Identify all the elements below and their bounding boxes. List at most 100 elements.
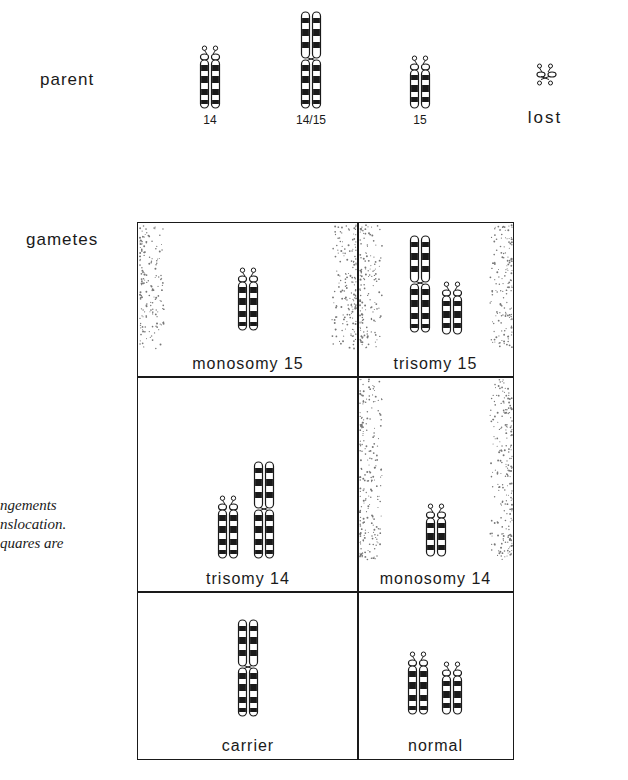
chromatid-arm xyxy=(411,236,419,282)
stipple-dot xyxy=(353,262,354,263)
stipple-dot xyxy=(367,459,368,460)
stipple-dot xyxy=(360,553,361,554)
stipple-dot xyxy=(363,500,365,502)
stipple-dot xyxy=(354,284,355,285)
stipple-dot xyxy=(511,449,512,450)
stipple-dot xyxy=(491,520,493,522)
stipple-dot xyxy=(360,441,361,442)
stipple-dot xyxy=(508,535,510,537)
stipple-dot xyxy=(379,528,381,530)
chromosome-number: 15 xyxy=(413,113,426,127)
stipple-dot xyxy=(511,308,512,309)
stipple-dot xyxy=(379,336,380,337)
chromatid-arm xyxy=(454,290,462,296)
stipple-dot xyxy=(375,537,376,538)
stipple-dot xyxy=(500,555,502,557)
stipple-dot xyxy=(361,553,363,555)
stipple-dot xyxy=(507,475,509,477)
stipple-dot xyxy=(145,228,147,230)
chromosome-band xyxy=(411,289,418,295)
chromatid-arm xyxy=(422,284,430,332)
stipple-dot xyxy=(494,404,496,406)
stipple-dot xyxy=(510,539,512,541)
stipple-dot xyxy=(511,272,513,274)
stipple-dot xyxy=(500,460,502,462)
chromatid-arm xyxy=(427,512,435,518)
chromosome-band xyxy=(454,301,461,306)
stipple-dot xyxy=(360,243,362,245)
stipple-dot xyxy=(511,510,512,511)
stipple-dot xyxy=(506,293,508,295)
stipple-dot xyxy=(352,309,353,310)
satellite-stalk xyxy=(548,68,550,72)
stipple-dot xyxy=(162,285,163,286)
stipple-dot xyxy=(510,521,511,522)
stipple-dot xyxy=(157,311,158,312)
stipple-dot xyxy=(153,297,154,298)
stipple-dot xyxy=(373,386,375,388)
stipple-dot xyxy=(151,260,152,261)
stipple-dot xyxy=(337,237,339,239)
stipple-dot xyxy=(371,276,372,277)
stipple-dot xyxy=(509,314,511,316)
stipple-dot xyxy=(511,545,513,547)
chromatid-arm xyxy=(250,620,258,666)
stipple-dot xyxy=(511,429,512,430)
stipple-dot xyxy=(139,264,141,266)
stipple-dot xyxy=(499,345,501,347)
chromatid-arm xyxy=(422,70,430,108)
stipple-dot xyxy=(499,312,500,313)
stipple-dot xyxy=(494,522,496,524)
chromosome xyxy=(443,282,462,334)
stipple-dot xyxy=(359,315,361,317)
stipple-dot xyxy=(506,437,507,438)
stipple-dot xyxy=(373,401,374,402)
stipple-dot xyxy=(508,448,510,450)
stipple-dot xyxy=(490,462,492,464)
stipple-dot xyxy=(492,535,493,536)
stipple-dot xyxy=(359,289,360,290)
stipple-dot xyxy=(151,290,153,292)
stipple-dot xyxy=(375,346,376,347)
stipple-dot xyxy=(359,254,361,256)
stipple-dot xyxy=(496,311,498,313)
stipple-dot xyxy=(364,260,366,262)
chromosome-band xyxy=(302,100,309,104)
stipple-dot xyxy=(361,314,363,316)
stipple-dot xyxy=(506,265,507,266)
stipple-dot xyxy=(332,343,334,345)
stipple-dot xyxy=(505,409,506,410)
stipple-dot xyxy=(511,346,513,348)
stipple-dot xyxy=(366,253,367,254)
stipple-dot xyxy=(372,270,373,271)
stipple-dot xyxy=(510,554,511,555)
stipple-dot xyxy=(140,298,142,300)
stipple-dot xyxy=(498,552,500,554)
stipple-dot xyxy=(360,517,361,518)
stipple-dot xyxy=(511,318,512,319)
stipple-dot xyxy=(345,282,346,283)
stipple-dot xyxy=(378,279,379,280)
stipple-dot xyxy=(150,309,152,311)
stipple-dot xyxy=(497,472,499,474)
stipple-dot xyxy=(504,392,505,393)
stipple-dot xyxy=(510,431,512,433)
stipple-dot xyxy=(371,535,373,537)
stipple-dot xyxy=(511,500,512,501)
stipple-dot xyxy=(506,473,508,475)
stipple-dot xyxy=(351,313,352,314)
chromosome-band xyxy=(266,479,273,486)
stipple-dot xyxy=(349,298,350,299)
stipple-dot xyxy=(372,517,373,518)
stipple-dot xyxy=(148,236,150,238)
stipple-dot xyxy=(143,245,145,247)
stipple-dot xyxy=(374,479,375,480)
stipple-dot xyxy=(348,228,350,230)
stipple-dot xyxy=(360,271,362,273)
stipple-dot xyxy=(507,536,509,538)
stipple-dot xyxy=(362,522,364,524)
stipple-dot xyxy=(363,433,364,434)
stipple-dot xyxy=(360,525,362,527)
chromosome-band xyxy=(266,468,273,473)
stipple-dot xyxy=(493,443,494,444)
